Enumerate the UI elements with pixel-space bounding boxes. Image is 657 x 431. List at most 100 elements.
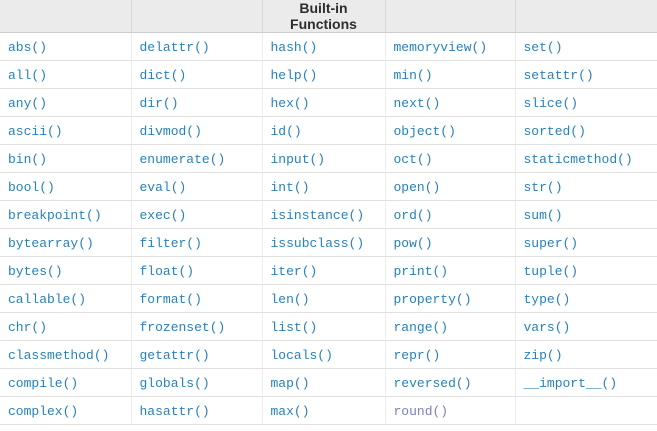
function-link[interactable]: bytearray() <box>8 235 94 251</box>
function-link[interactable]: range() <box>393 319 449 335</box>
table-cell: object() <box>385 116 516 145</box>
table-cell: hex() <box>262 88 386 117</box>
function-link[interactable]: bin() <box>8 151 48 167</box>
function-link[interactable]: isinstance() <box>270 207 365 223</box>
table-cell: map() <box>262 368 386 397</box>
function-link[interactable]: vars() <box>523 319 571 335</box>
function-link[interactable]: eval() <box>139 179 187 195</box>
function-link[interactable]: memoryview() <box>393 39 488 55</box>
function-link[interactable]: format() <box>139 291 202 307</box>
function-link[interactable]: repr() <box>393 347 441 363</box>
table-cell: frozenset() <box>131 312 263 341</box>
table-cell: list() <box>262 312 386 341</box>
table-cell: breakpoint() <box>0 200 132 229</box>
function-link[interactable]: type() <box>523 291 571 307</box>
table-cell: str() <box>515 172 657 201</box>
function-link[interactable]: oct() <box>393 151 433 167</box>
function-link[interactable]: delattr() <box>139 39 210 55</box>
table-cell: format() <box>131 284 263 313</box>
function-link[interactable]: complex() <box>8 403 79 419</box>
function-link[interactable]: hasattr() <box>139 403 210 419</box>
function-link[interactable]: __import__() <box>523 375 618 391</box>
function-link[interactable]: tuple() <box>523 263 579 279</box>
function-link[interactable]: ord() <box>393 207 433 223</box>
table-row: compile() globals() map() reversed() __impor… <box>0 368 657 397</box>
function-link[interactable]: print() <box>393 263 449 279</box>
function-link[interactable]: min() <box>393 67 433 83</box>
function-link[interactable]: compile() <box>8 375 79 391</box>
table-cell: enumerate() <box>131 144 263 173</box>
table-cell: zip() <box>515 340 657 369</box>
function-link[interactable]: list() <box>270 319 318 335</box>
function-link[interactable]: bool() <box>8 179 55 195</box>
function-link[interactable]: int() <box>270 179 310 195</box>
function-link[interactable]: zip() <box>523 347 563 363</box>
table-cell: super() <box>515 228 657 257</box>
function-link[interactable]: exec() <box>139 207 187 223</box>
function-link[interactable]: float() <box>139 263 195 279</box>
function-link[interactable]: bytes() <box>8 263 63 279</box>
function-link[interactable]: round() <box>393 403 449 419</box>
function-link[interactable]: frozenset() <box>139 319 226 335</box>
table-cell: input() <box>262 144 386 173</box>
table-cell: bool() <box>0 172 132 201</box>
table-header-cell <box>515 0 657 33</box>
function-link[interactable]: abs() <box>8 39 48 55</box>
function-link[interactable]: iter() <box>270 263 318 279</box>
function-link[interactable]: slice() <box>523 95 579 111</box>
function-link[interactable]: str() <box>523 179 563 195</box>
function-link[interactable]: reversed() <box>393 375 472 391</box>
table-row: chr() frozenset() list() range() vars() <box>0 312 657 341</box>
function-link[interactable]: callable() <box>8 291 87 307</box>
function-link[interactable]: pow() <box>393 235 433 251</box>
table-cell: chr() <box>0 312 132 341</box>
table-cell: tuple() <box>515 256 657 285</box>
function-link[interactable]: enumerate() <box>139 151 226 167</box>
table-cell: memoryview() <box>385 32 516 61</box>
table-cell: sum() <box>515 200 657 229</box>
function-link[interactable]: len() <box>270 291 310 307</box>
function-link[interactable]: setattr() <box>523 67 594 83</box>
function-link[interactable]: all() <box>8 67 48 83</box>
function-link[interactable]: divmod() <box>139 123 202 139</box>
function-link[interactable]: chr() <box>8 319 48 335</box>
function-link[interactable]: property() <box>393 291 472 307</box>
function-link[interactable]: map() <box>270 375 310 391</box>
function-link[interactable]: staticmethod() <box>523 151 633 167</box>
table-cell: float() <box>131 256 263 285</box>
table-row: classmethod() getattr() locals() repr() zip(… <box>0 340 657 369</box>
function-link[interactable]: next() <box>393 95 441 111</box>
table-cell: repr() <box>385 340 516 369</box>
function-link[interactable]: max() <box>270 403 310 419</box>
function-link[interactable]: dict() <box>139 67 187 83</box>
function-link[interactable]: hash() <box>270 39 318 55</box>
table-cell: eval() <box>131 172 263 201</box>
table-cell: all() <box>0 60 132 89</box>
function-link[interactable]: open() <box>393 179 441 195</box>
function-link[interactable]: ascii() <box>8 123 63 139</box>
function-link[interactable]: locals() <box>270 347 333 363</box>
table-cell: iter() <box>262 256 386 285</box>
table-row: any() dir() hex() next() slice() <box>0 88 657 117</box>
function-link[interactable]: id() <box>270 123 302 139</box>
function-link[interactable]: classmethod() <box>8 347 110 363</box>
function-link[interactable]: super() <box>523 235 579 251</box>
function-link[interactable]: breakpoint() <box>8 207 102 223</box>
function-link[interactable]: dir() <box>139 95 179 111</box>
function-link[interactable]: sum() <box>523 207 563 223</box>
function-link[interactable]: sorted() <box>523 123 586 139</box>
function-link[interactable]: help() <box>270 67 318 83</box>
table-cell: abs() <box>0 32 132 61</box>
function-link[interactable]: filter() <box>139 235 202 251</box>
function-link[interactable]: input() <box>270 151 326 167</box>
function-link[interactable]: set() <box>523 39 563 55</box>
function-link[interactable]: any() <box>8 95 48 111</box>
table-row: ascii() divmod() id() object() sorted() <box>0 116 657 145</box>
function-link[interactable]: issubclass() <box>270 235 365 251</box>
function-link[interactable]: getattr() <box>139 347 210 363</box>
table-cell: complex() <box>0 396 132 425</box>
table-row: callable() format() len() property() type() <box>0 284 657 313</box>
function-link[interactable]: hex() <box>270 95 310 111</box>
function-link[interactable]: globals() <box>139 375 210 391</box>
function-link[interactable]: object() <box>393 123 456 139</box>
